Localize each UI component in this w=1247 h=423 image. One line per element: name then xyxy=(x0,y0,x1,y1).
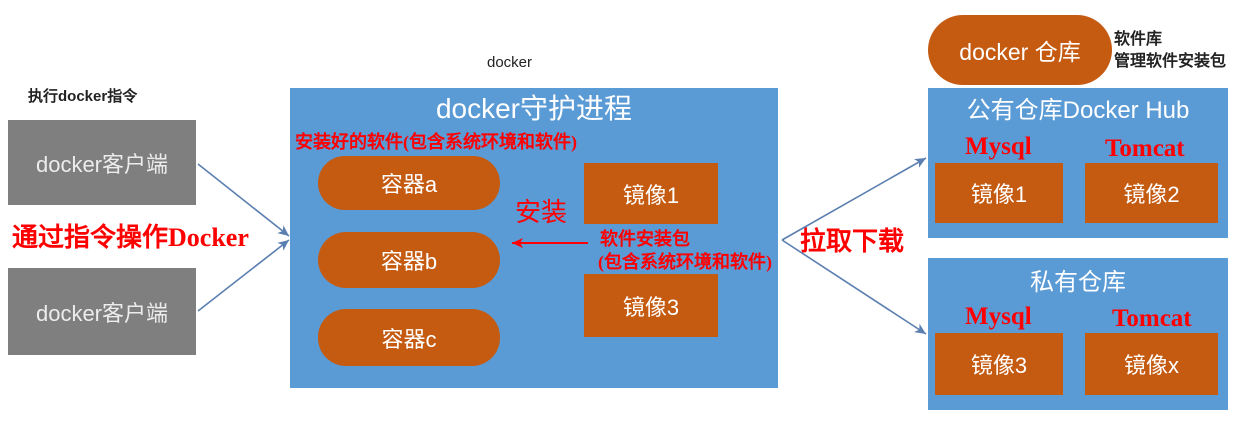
package-label: 软件安装包 xyxy=(600,229,690,249)
image-label: 镜像3 xyxy=(622,294,680,320)
image-label: 镜像1 xyxy=(622,182,680,208)
public-registry-box: 公有仓库Docker Hub Mysql Tomcat 镜像1 镜像2 xyxy=(928,88,1228,238)
private-registry-box: 私有仓库 Mysql Tomcat 镜像3 镜像x xyxy=(928,258,1228,410)
pull-download-label: 拉取下载 xyxy=(800,227,905,256)
container-c: 容器c xyxy=(318,309,500,366)
public-app-tomcat: Tomcat xyxy=(1105,135,1185,162)
public-registry-title: 公有仓库Docker Hub xyxy=(966,97,1190,124)
operate-docker-label: 通过指令操作Docker xyxy=(12,223,249,252)
registry-note-software-library: 软件库 xyxy=(1114,31,1163,48)
container-label: 容器c xyxy=(381,326,437,352)
package-note: (包含系统环境和软件) xyxy=(598,252,772,272)
local-image-3: 镜像3 xyxy=(584,274,718,337)
docker-client-box-1: docker客户端 xyxy=(8,120,196,205)
client-caption: 执行docker指令 xyxy=(28,88,138,105)
docker-daemon-box: docker守护进程 安装好的软件(包含系统环境和软件) 容器a 容器b 容器c… xyxy=(290,88,778,388)
container-b: 容器b xyxy=(318,232,500,288)
public-image-2: 镜像2 xyxy=(1085,163,1218,223)
private-registry-title: 私有仓库 xyxy=(1030,269,1126,296)
image-label: 镜像1 xyxy=(970,182,1028,207)
registry-note-manage-packages: 管理软件安装包 xyxy=(1114,53,1227,70)
docker-daemon-title: docker守护进程 xyxy=(435,93,633,124)
docker-registry-title: docker 仓库 xyxy=(959,39,1081,65)
private-app-tomcat: Tomcat xyxy=(1112,305,1192,332)
docker-client-label: docker客户端 xyxy=(35,300,169,326)
public-image-1: 镜像1 xyxy=(935,163,1063,223)
private-image-3: 镜像3 xyxy=(935,333,1063,395)
container-label: 容器a xyxy=(380,172,438,197)
image-label: 镜像2 xyxy=(1123,182,1180,207)
private-app-mysql: Mysql xyxy=(965,303,1032,330)
installed-software-note: 安装好的软件(包含系统环境和软件) xyxy=(295,132,577,152)
local-image-1: 镜像1 xyxy=(584,163,718,224)
docker-registry-pill: docker 仓库 xyxy=(928,15,1112,85)
container-label: 容器b xyxy=(380,249,438,274)
image-label: 镜像x xyxy=(1123,353,1179,378)
private-image-x: 镜像x xyxy=(1085,333,1218,395)
docker-host-label: docker xyxy=(487,54,533,71)
container-a: 容器a xyxy=(318,156,500,210)
docker-client-label: docker客户端 xyxy=(35,151,169,177)
docker-client-box-2: docker客户端 xyxy=(8,268,196,355)
public-app-mysql: Mysql xyxy=(965,133,1032,160)
image-label: 镜像3 xyxy=(970,353,1028,378)
install-label: 安装 xyxy=(515,198,568,227)
